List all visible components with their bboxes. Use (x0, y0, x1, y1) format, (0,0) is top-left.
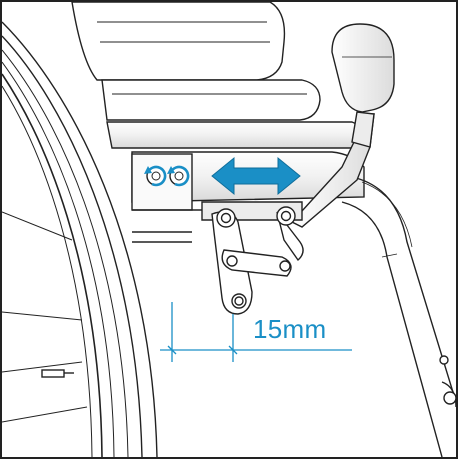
dimension-label: 15mm (253, 314, 327, 344)
rotate-arrow-icon (146, 165, 190, 187)
mounting-screws (144, 165, 190, 187)
rear-wheel (2, 21, 158, 457)
dimension-lines (160, 302, 352, 362)
seat-upholstery (71, 2, 366, 149)
double-arrow-icon (211, 156, 301, 196)
front-frame-tube (341, 176, 456, 457)
brake-mechanism (201, 201, 304, 315)
